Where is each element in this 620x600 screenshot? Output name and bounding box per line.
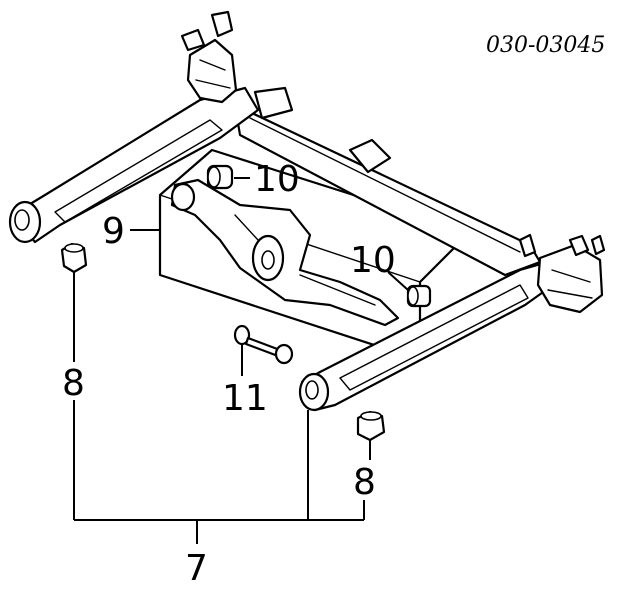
left-trailing-arm: [8, 86, 260, 244]
bushing-left: [60, 242, 88, 274]
bushing-right: [356, 410, 386, 442]
left-knuckle: [180, 10, 294, 120]
callout-10-lower: 10: [350, 240, 396, 281]
callout-7: 7: [185, 548, 208, 589]
link-rod: [233, 324, 294, 365]
callout-8-left: 8: [62, 363, 85, 404]
catalog-number: 030-03045: [486, 33, 605, 58]
mount-bushing-upper: [206, 164, 234, 190]
callout-9: 9: [102, 211, 125, 252]
callout-8-right: 8: [353, 462, 376, 503]
mount-bushing-lower: [406, 284, 432, 308]
callout-10-upper: 10: [254, 159, 300, 200]
right-knuckle: [518, 233, 606, 314]
leader-lines: [73, 177, 409, 544]
callout-11: 11: [222, 378, 268, 419]
subframe-bracket: [170, 178, 400, 327]
right-trailing-arm: [298, 260, 562, 412]
